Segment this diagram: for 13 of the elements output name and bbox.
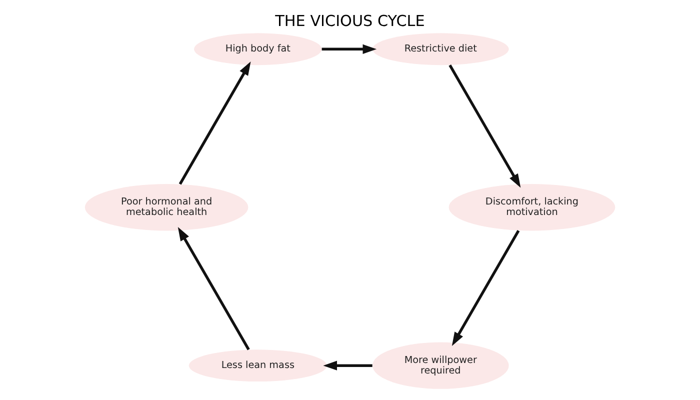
arrow [448, 64, 521, 188]
arrow [452, 230, 520, 346]
arrow [323, 360, 372, 370]
node-ellipse: Less lean mass [188, 350, 327, 382]
arrow [322, 44, 377, 54]
node-ellipse: Poor hormonal and metabolic health [84, 184, 248, 231]
node-ellipse: High body fat [194, 33, 322, 66]
diagram-title: THE VICIOUS CYCLE [275, 12, 425, 30]
node-ellipse: Discomfort, lacking motivation [448, 184, 616, 231]
node-ellipse: More willpower required [372, 342, 509, 389]
arrow [178, 226, 250, 350]
node-ellipse: Restrictive diet [372, 33, 509, 66]
arrow [178, 62, 251, 185]
